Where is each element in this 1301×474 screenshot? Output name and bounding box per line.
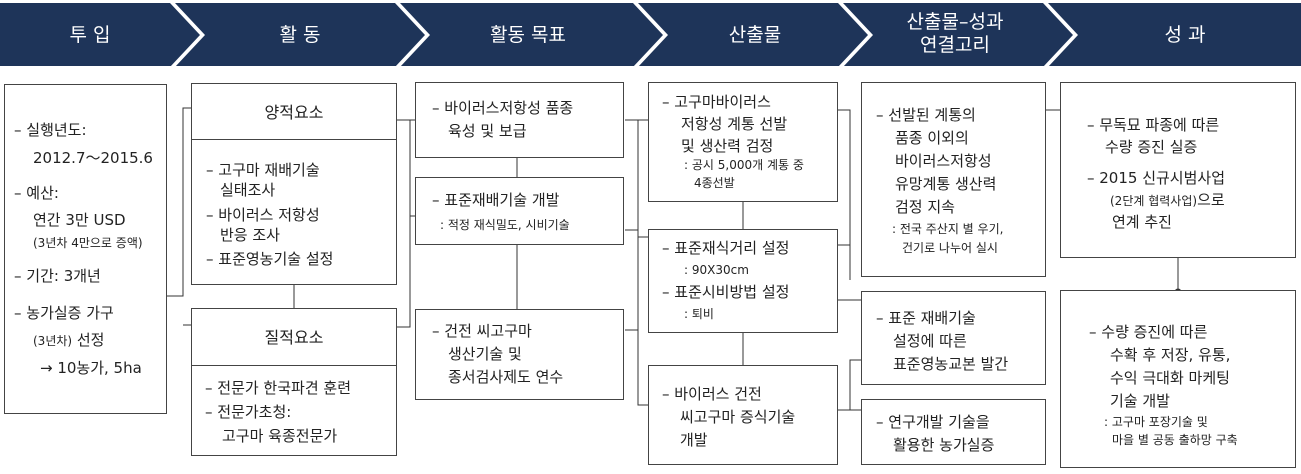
input-budget-note: (3년차 4만으로 증액) bbox=[33, 236, 143, 250]
connector-outputs-link bbox=[838, 109, 866, 411]
goal-box bbox=[415, 309, 624, 400]
stage-chevron-outcomes bbox=[1048, 3, 1301, 66]
link-text: 설정에 따른 bbox=[893, 332, 967, 350]
link-box bbox=[861, 399, 1046, 465]
input-farm-result: → 10농가, 5ha bbox=[40, 359, 142, 377]
outcome-note: 마을 별 공동 출하망 구축 bbox=[1112, 433, 1238, 447]
outcome-text: 수익 극대화 마케팅 bbox=[1110, 369, 1230, 387]
stage-chevron-activity-goals bbox=[400, 3, 663, 66]
output-text: – 표준시비방법 설정 bbox=[662, 283, 790, 301]
qualitative-item: – 전문가 한국파견 훈련 bbox=[205, 379, 352, 397]
outcome-note: (2단계 협력사업) bbox=[1110, 194, 1198, 208]
goal-note: : 적정 재식밀도, 시비기술 bbox=[440, 218, 570, 232]
output-text: 및 생산력 검정 bbox=[681, 137, 774, 155]
stage-title-outcomes: 성 과 bbox=[1164, 24, 1206, 46]
output-text: – 고구마바이러스 bbox=[662, 93, 771, 111]
input-farm-label: – 농가실증 가구 bbox=[14, 304, 114, 322]
qualitative-item: – 전문가초청: bbox=[205, 403, 292, 421]
quantitative-item: – 고구마 재배기술 bbox=[206, 161, 320, 179]
outcome-text: 수량 증진 실증 bbox=[1105, 138, 1198, 156]
link-box bbox=[861, 291, 1046, 385]
goal-text: – 바이러스저항성 품종 bbox=[432, 99, 574, 117]
outcome-text: 연계 추진 bbox=[1112, 213, 1172, 231]
connector-goals-outputs bbox=[625, 119, 661, 406]
input-period: – 기간: 3개년 bbox=[14, 267, 101, 285]
quantitative-item: – 바이러스 저항성 bbox=[206, 206, 320, 224]
input-box bbox=[4, 84, 167, 414]
stage-title-input: 투 입 bbox=[69, 24, 111, 46]
link-text: – 연구개발 기술을 bbox=[876, 413, 990, 431]
output-text: – 바이러스 건전 bbox=[662, 385, 762, 403]
stage-chevron-outputs bbox=[638, 3, 868, 66]
stage-chevron-input bbox=[0, 3, 200, 66]
goal-text: 육성 및 보급 bbox=[448, 122, 527, 140]
output-text: 개발 bbox=[680, 431, 708, 449]
outcome-text: – 무독묘 파종에 따른 bbox=[1087, 116, 1220, 134]
quantitative-header: 양적요소 bbox=[264, 103, 324, 122]
link-box bbox=[861, 82, 1046, 277]
output-note: : 퇴비 bbox=[684, 307, 714, 321]
link-note: : 전국 주산지 별 우기, bbox=[892, 222, 1004, 236]
output-text: 씨고구마 증식기술 bbox=[680, 408, 796, 426]
quantitative-divider bbox=[191, 139, 397, 140]
link-text: 표준영농교본 발간 bbox=[893, 355, 1009, 373]
stage-title-activity-goals: 활동 목표 bbox=[490, 24, 566, 46]
outcome-text: 수확 후 저장, 유통, bbox=[1110, 346, 1231, 364]
output-note: : 90X30cm bbox=[684, 263, 749, 277]
goal-text: – 건전 씨고구마 bbox=[432, 322, 532, 340]
qualitative-header: 질적요소 bbox=[264, 328, 324, 347]
link-text: – 선발된 계통의 bbox=[876, 106, 976, 124]
goal-text: 종서검사제도 연수 bbox=[448, 368, 564, 386]
output-box bbox=[648, 365, 838, 465]
output-note: 4종선발 bbox=[694, 176, 735, 190]
input-exec-year-value: 2012.7～2015.6 bbox=[33, 149, 153, 167]
link-text: 검정 지속 bbox=[895, 198, 955, 216]
input-farm-cont-text: 선정 bbox=[76, 331, 105, 349]
stage-title-link: 산출물–성과 연결고리 bbox=[906, 11, 1004, 56]
stage-chevron-activities bbox=[175, 3, 425, 66]
link-text: 유망계통 생산력 bbox=[895, 175, 997, 193]
stage-title-outputs: 산출물 bbox=[728, 24, 782, 46]
link-text: – 표준 재배기술 bbox=[876, 309, 976, 327]
goal-box bbox=[415, 82, 624, 158]
stage-chevron-link bbox=[843, 3, 1073, 66]
stage-header-band bbox=[0, 3, 1301, 66]
quantitative-box bbox=[191, 83, 397, 285]
qualitative-item: 고구마 육종전문가 bbox=[222, 427, 338, 445]
stage-title-activities: 활 동 bbox=[279, 24, 321, 46]
link-text: 활용한 농가실증 bbox=[893, 436, 995, 454]
outcome-text: – 수량 증진에 따른 bbox=[1089, 323, 1208, 341]
link-text: 바이러스저항성 bbox=[895, 152, 992, 170]
outcome-box bbox=[1060, 82, 1296, 258]
outcome-note: : 고구마 포장기술 및 bbox=[1104, 415, 1208, 429]
output-note: : 공시 5,000개 계통 중 bbox=[684, 158, 804, 172]
output-box bbox=[648, 229, 838, 333]
outcome-box bbox=[1060, 290, 1296, 468]
input-exec-year-label: – 실행년도: bbox=[14, 121, 87, 139]
input-farm-note: (3년차) bbox=[33, 334, 73, 348]
outcome-text: (2단계 협력사업)으로 bbox=[1110, 190, 1225, 211]
input-budget-label: – 예산: bbox=[14, 184, 59, 202]
outcome-text: 기술 개발 bbox=[1110, 392, 1170, 410]
input-farm-cont: (3년차) 선정 bbox=[33, 330, 104, 351]
output-box bbox=[648, 82, 838, 202]
output-text: 저항성 계통 선발 bbox=[681, 115, 788, 133]
output-text: – 표준재식거리 설정 bbox=[662, 239, 790, 257]
goal-box bbox=[415, 177, 624, 245]
link-note: 건기로 나누어 실시 bbox=[902, 241, 998, 255]
quantitative-item: 실태조사 bbox=[220, 181, 276, 199]
qualitative-divider bbox=[191, 365, 397, 366]
quantitative-item: 반응 조사 bbox=[220, 226, 280, 244]
outcome-suffix: 으로 bbox=[1197, 191, 1225, 209]
goal-text: – 표준재배기술 개발 bbox=[432, 191, 560, 209]
quantitative-item: – 표준영농기술 설정 bbox=[206, 250, 334, 268]
goal-text: 생산기술 및 bbox=[448, 345, 522, 363]
input-budget-value: 연간 3만 USD bbox=[33, 211, 126, 229]
link-text: 품종 이외의 bbox=[895, 129, 969, 147]
outcome-text: – 2015 신규시범사업 bbox=[1087, 169, 1226, 187]
qualitative-box bbox=[191, 308, 397, 456]
